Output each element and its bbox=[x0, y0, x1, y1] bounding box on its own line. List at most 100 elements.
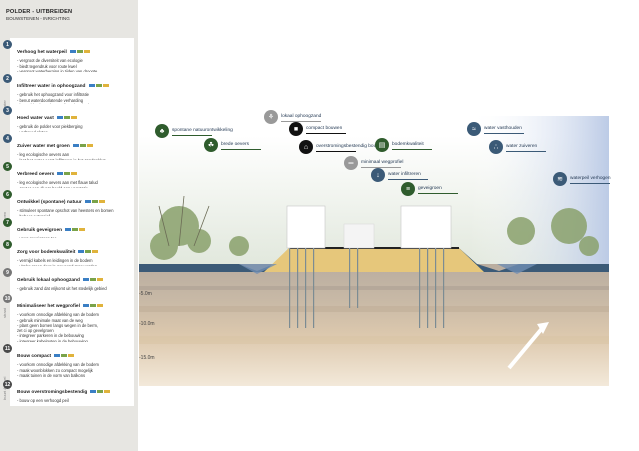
card-line: - biedt tegendruk voor route kwel bbox=[17, 63, 77, 69]
card-title: Bouw compact bbox=[17, 354, 52, 360]
road-icon: ═ bbox=[344, 156, 358, 170]
card-line: - integreer parkeren in de bebouwing bbox=[17, 333, 84, 339]
card-title: Hoed water vast bbox=[17, 116, 54, 122]
callout-label: water infiltreren bbox=[388, 172, 421, 177]
card-line: - voorkom onnodige afdekking van de bode… bbox=[17, 312, 99, 318]
callout-underline bbox=[418, 193, 458, 194]
callout-label: lokaal ophoogzand bbox=[281, 114, 322, 119]
leaf-icon: ⚘ bbox=[264, 110, 278, 124]
card-color-bars bbox=[82, 268, 104, 286]
card-line: - bouw op een verhoogd peil bbox=[17, 398, 69, 404]
callout-label: brede oevers bbox=[221, 142, 249, 147]
callout-underline bbox=[388, 179, 428, 180]
callout-underline bbox=[221, 149, 261, 150]
depth-label-5: -5.0m bbox=[139, 291, 152, 297]
card-title: Zuiver water met groen bbox=[17, 144, 70, 150]
card-line: - gebruik het ophoogzand voor infiltrati… bbox=[17, 92, 89, 98]
panel-subtitle: BOUWSTENEN - INRICHTING bbox=[6, 16, 70, 21]
card-color-bars bbox=[72, 134, 94, 152]
card-number-badge: 3 bbox=[3, 106, 12, 115]
card-number-badge: 7 bbox=[3, 218, 12, 227]
building-icon: ■ bbox=[289, 122, 303, 136]
depth-label-15: -15.0m bbox=[139, 355, 155, 361]
card-color-bars bbox=[88, 74, 110, 92]
legend-panel: POLDER - UITBREIDEN BOUWSTENEN - INRICHT… bbox=[0, 0, 138, 451]
callout-label: overstromingsbestendig bouwen bbox=[316, 144, 386, 149]
card-color-bars bbox=[84, 190, 106, 208]
card-number-badge: 10 bbox=[3, 294, 12, 303]
water-drops-icon: ∴ bbox=[489, 140, 503, 154]
card-line: - benut waterdoorlatende verharding bbox=[17, 97, 83, 103]
card-line: - gebruik de polder voor piekberging bbox=[17, 124, 83, 130]
card-number-badge: 6 bbox=[3, 190, 12, 199]
cross-section-diagram: -5.0m -10.0m -15.0m ⚘lokaal ophoogzand ♣s… bbox=[139, 96, 639, 386]
callout-underline bbox=[484, 133, 524, 134]
card-color-bars bbox=[54, 344, 75, 362]
callout-underline bbox=[306, 133, 346, 134]
card-line: - stimuleer spontane opschot van heester… bbox=[17, 208, 114, 214]
infiltrate-icon: ↓ bbox=[371, 168, 385, 182]
callout-underline bbox=[570, 183, 610, 184]
card-number-badge: 4 bbox=[3, 134, 12, 143]
card-title: Minimaliseer het wegprofiel bbox=[17, 304, 80, 310]
depth-label-10: -10.0m bbox=[139, 321, 155, 327]
card-number-badge: 11 bbox=[3, 344, 12, 353]
house-icon: ⌂ bbox=[299, 140, 313, 154]
card-line: - leg ecologische oevers aan met flauw t… bbox=[17, 180, 98, 186]
card-number-badge: 5 bbox=[3, 162, 12, 171]
card-title: Gebruik lokaal ophoogzand bbox=[17, 278, 80, 284]
card-line: - vergroot de diversiteit van ecologie bbox=[17, 58, 83, 64]
callout-label: water zuiveren bbox=[506, 144, 538, 149]
card-title: Gebruik geveigroen bbox=[17, 228, 63, 234]
card-color-bars bbox=[90, 380, 111, 398]
cross-section-svg: -5.0m -10.0m -15.0m bbox=[139, 116, 609, 386]
callout-underline bbox=[316, 151, 356, 152]
card-line: zet ci op gevelgroen bbox=[17, 328, 54, 334]
card-color-bars bbox=[57, 162, 78, 180]
card-line: - plant geen bomen langs wegen in de ber… bbox=[17, 322, 99, 328]
callout-underline bbox=[361, 167, 401, 168]
card-line: - vergroot waterberging in tijden van dr… bbox=[17, 69, 131, 74]
card-line: - gebruik minimale maat van de weg bbox=[17, 317, 83, 323]
card-number-badge: 9 bbox=[3, 268, 12, 277]
card-title: Zorg voor bodemkwaliteit bbox=[17, 250, 76, 256]
card-title: Verbreed oevers bbox=[17, 172, 55, 178]
card-number-badge: 2 bbox=[3, 74, 12, 83]
card-line: - leg ecologische oevers aan bbox=[17, 152, 70, 158]
card-line: - gebruik zand dat vrijkomt uit het sted… bbox=[17, 286, 107, 292]
card-line: - integreer kabelgoten in de bebouwing bbox=[17, 339, 131, 344]
callout-underline bbox=[172, 135, 212, 136]
card-line: - maak woonblokken zo compact mogelijk bbox=[17, 367, 93, 373]
card-line: - maak tuinen in de vorm van balkons bbox=[17, 372, 86, 378]
callout-label: geveigroen bbox=[418, 186, 442, 191]
callout-label: minimaal wegprofiel bbox=[361, 160, 404, 165]
card-number-badge: 12 bbox=[3, 380, 12, 389]
facade-icon: ≡ bbox=[401, 182, 415, 196]
card-color-bars bbox=[56, 106, 78, 124]
card-line: - vermijd kabels en leidingen in de bode… bbox=[17, 258, 93, 264]
card-title: Verhoog het waterpeil bbox=[17, 50, 67, 56]
card-number-badge: 1 bbox=[3, 40, 12, 49]
callout-label: bodemkwaliteit bbox=[392, 142, 424, 147]
side-label-straat: straat bbox=[2, 307, 7, 318]
callout-label: waterpeil verhogen bbox=[570, 176, 611, 181]
callout-underline bbox=[281, 121, 321, 122]
callout-underline bbox=[392, 149, 432, 150]
card-title: Bouw overstromingsbestendig bbox=[17, 390, 88, 396]
card-line: - voorkom onnodige afdekking van de bode… bbox=[17, 362, 99, 368]
tree-icon: ♣ bbox=[155, 124, 169, 138]
water-icon: ≈ bbox=[467, 122, 481, 136]
waterlevel-icon: ≋ bbox=[553, 172, 567, 186]
soil-icon: ▤ bbox=[375, 138, 389, 152]
card-title: Ontwikkel (spontane) natuur bbox=[17, 200, 82, 206]
callout-label: compact bouwen bbox=[306, 126, 343, 131]
reed-icon: ☘ bbox=[204, 138, 218, 152]
card-color-bars bbox=[78, 240, 99, 258]
panel-title: POLDER - UITBREIDEN bbox=[6, 9, 73, 15]
callout-underline bbox=[506, 151, 546, 152]
callout-label: spontane natuurontwikkeling bbox=[172, 128, 233, 133]
